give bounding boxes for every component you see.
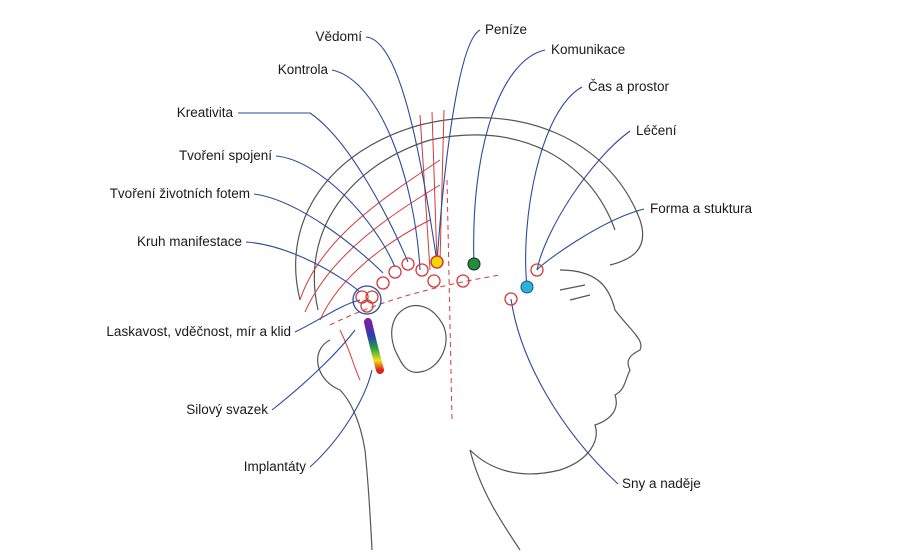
- label-tvoreni-spojeni: Tvoření spojení: [178, 148, 272, 163]
- manifestation-circle: [352, 285, 382, 315]
- energy-lines: [299, 109, 501, 421]
- leader-lines: [238, 29, 645, 485]
- power-bundle: [364, 318, 384, 374]
- label-kreativita: Kreativita: [176, 105, 233, 120]
- head-outline: [295, 117, 644, 551]
- label-laskavost: Laskavost, vděčnost, mír a klid: [106, 324, 291, 339]
- label-kruh-manifestace: Kruh manifestace: [136, 234, 242, 249]
- yellow-point: [430, 255, 444, 269]
- label-kontrola: Kontrola: [277, 62, 328, 77]
- label-penize: Peníze: [485, 22, 528, 37]
- green-point: [467, 257, 481, 271]
- label-silovy-svazek: Silový svazek: [186, 402, 268, 417]
- label-komunikace: Komunikace: [551, 42, 626, 57]
- label-vedomi: Vědomí: [315, 29, 362, 44]
- label-sny-a-nadeje: Sny a naděje: [622, 476, 701, 491]
- energy-points: [355, 257, 544, 313]
- label-leceni: Léčení: [636, 123, 677, 138]
- label-tvoreni-zivotnich-fotem: Tvoření životních fotem: [109, 186, 250, 201]
- label-cas-a-prostor: Čas a prostor: [588, 79, 670, 94]
- cyan-point: [520, 280, 534, 294]
- label-implantaty: Implantáty: [243, 459, 306, 474]
- label-forma-a-struktura: Forma a stuktura: [650, 201, 753, 216]
